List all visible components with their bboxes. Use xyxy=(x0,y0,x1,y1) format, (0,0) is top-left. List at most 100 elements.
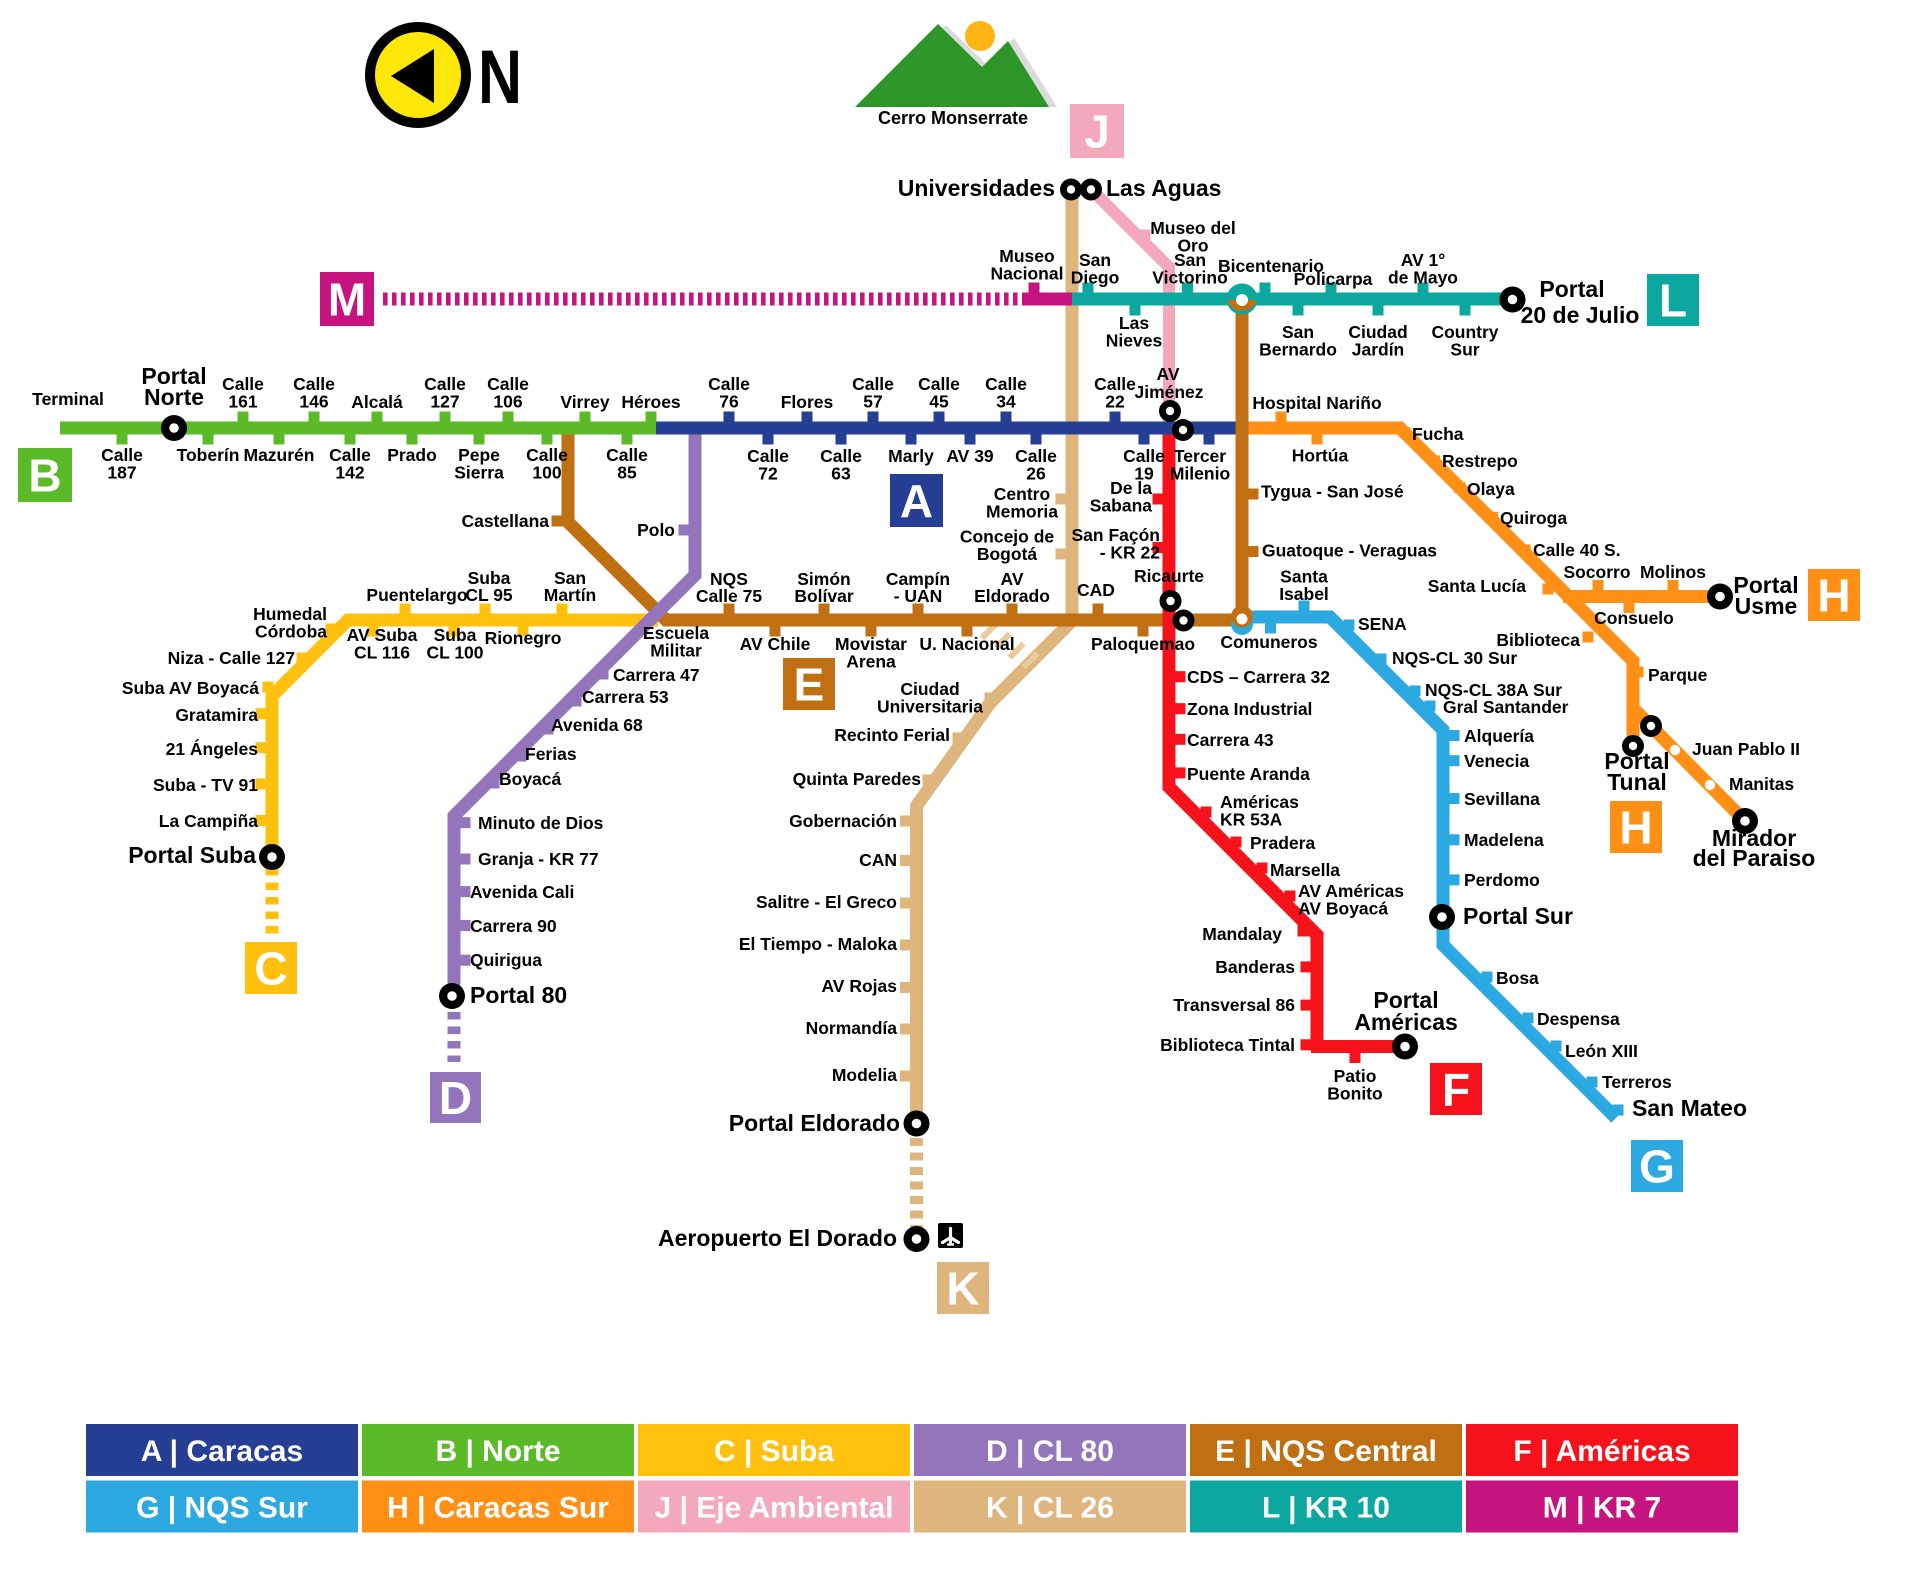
svg-text:Calle: Calle xyxy=(918,374,960,394)
svg-text:Portal 80: Portal 80 xyxy=(470,982,567,1008)
svg-text:Prado: Prado xyxy=(387,445,437,465)
svg-text:Calle: Calle xyxy=(1094,374,1136,394)
svg-text:Las Aguas: Las Aguas xyxy=(1106,175,1221,201)
svg-text:Policarpa: Policarpa xyxy=(1294,269,1373,289)
svg-text:Suba: Suba xyxy=(468,568,511,588)
svg-text:Calle: Calle xyxy=(1015,446,1057,466)
svg-text:Restrepo: Restrepo xyxy=(1442,451,1518,471)
svg-text:Centro: Centro xyxy=(994,484,1050,504)
svg-text:Suba - TV 91: Suba - TV 91 xyxy=(153,775,258,795)
svg-text:G | NQS Sur: G | NQS Sur xyxy=(136,1492,308,1525)
svg-text:Gratamira: Gratamira xyxy=(175,705,258,725)
svg-text:Concejo de: Concejo de xyxy=(960,527,1055,547)
svg-text:Gral Santander: Gral Santander xyxy=(1443,697,1569,717)
svg-text:Puentelargo: Puentelargo xyxy=(366,585,467,605)
svg-text:187: 187 xyxy=(107,463,136,483)
svg-text:AV 1°: AV 1° xyxy=(1401,250,1446,270)
svg-text:Biblioteca Tintal: Biblioteca Tintal xyxy=(1160,1035,1295,1055)
svg-text:Américas: Américas xyxy=(1220,792,1299,812)
svg-text:26: 26 xyxy=(1026,464,1046,484)
svg-text:Calle: Calle xyxy=(747,446,789,466)
svg-text:21 Ángeles: 21 Ángeles xyxy=(166,738,259,759)
svg-text:34: 34 xyxy=(996,392,1016,412)
svg-text:Boyacá: Boyacá xyxy=(499,769,562,789)
svg-text:San Mateo: San Mateo xyxy=(1632,1095,1747,1121)
svg-text:San Façón: San Façón xyxy=(1072,525,1161,545)
svg-text:AV Suba: AV Suba xyxy=(347,625,418,645)
svg-text:Transversal 86: Transversal 86 xyxy=(1173,995,1295,1015)
svg-text:CAD: CAD xyxy=(1077,580,1115,600)
svg-text:Calle: Calle xyxy=(852,374,894,394)
svg-text:Suba: Suba xyxy=(434,625,477,645)
svg-text:Ciudad: Ciudad xyxy=(900,679,959,699)
svg-text:Suba AV Boyacá: Suba AV Boyacá xyxy=(122,678,259,698)
svg-text:D | CL 80: D | CL 80 xyxy=(986,1435,1114,1468)
svg-text:Córdoba: Córdoba xyxy=(255,622,327,642)
svg-text:Hospital Nariño: Hospital Nariño xyxy=(1252,393,1381,413)
svg-text:Santa: Santa xyxy=(1280,567,1328,587)
svg-text:Jardín: Jardín xyxy=(1352,340,1405,360)
svg-text:Gobernación: Gobernación xyxy=(789,811,897,831)
svg-text:Universidades: Universidades xyxy=(898,175,1055,201)
svg-text:127: 127 xyxy=(430,392,459,412)
svg-text:Zona Industrial: Zona Industrial xyxy=(1187,699,1312,719)
svg-text:Recinto Ferial: Recinto Ferial xyxy=(834,725,950,745)
svg-text:Isabel: Isabel xyxy=(1279,584,1329,604)
svg-text:Campín: Campín xyxy=(886,569,950,589)
svg-text:Consuelo: Consuelo xyxy=(1594,608,1674,628)
svg-text:161: 161 xyxy=(228,392,257,412)
svg-text:Aeropuerto El Dorado: Aeropuerto El Dorado xyxy=(658,1225,897,1251)
svg-text:F | Américas: F | Américas xyxy=(1513,1435,1690,1468)
svg-text:57: 57 xyxy=(863,392,882,412)
svg-text:Minuto de Dios: Minuto de Dios xyxy=(478,813,604,833)
svg-text:Patio: Patio xyxy=(1334,1066,1377,1086)
svg-text:Carrera 47: Carrera 47 xyxy=(613,665,700,685)
svg-text:Olaya: Olaya xyxy=(1467,479,1515,499)
svg-text:Perdomo: Perdomo xyxy=(1464,870,1540,890)
svg-text:19: 19 xyxy=(1134,464,1154,484)
svg-text:del Paraiso: del Paraiso xyxy=(1693,845,1816,871)
svg-text:Usme: Usme xyxy=(1735,593,1798,619)
svg-text:Cerro Monserrate: Cerro Monserrate xyxy=(878,108,1028,128)
svg-text:Sabana: Sabana xyxy=(1090,496,1153,516)
svg-text:Norte: Norte xyxy=(144,384,204,410)
svg-text:Américas: Américas xyxy=(1354,1009,1458,1035)
svg-text:100: 100 xyxy=(532,463,561,483)
svg-text:106: 106 xyxy=(493,392,522,412)
svg-text:Avenida 68: Avenida 68 xyxy=(551,715,643,735)
svg-text:J | Eje Ambiental: J | Eje Ambiental xyxy=(654,1492,893,1525)
svg-text:146: 146 xyxy=(299,392,328,412)
svg-text:Pepe: Pepe xyxy=(458,445,500,465)
svg-text:Portal: Portal xyxy=(141,363,206,389)
svg-text:Calle: Calle xyxy=(424,374,466,394)
svg-text:Marly: Marly xyxy=(888,446,934,466)
svg-text:Castellana: Castellana xyxy=(461,511,549,531)
svg-text:Bicentenario: Bicentenario xyxy=(1218,256,1324,276)
svg-text:Bernardo: Bernardo xyxy=(1259,340,1337,360)
svg-text:De la: De la xyxy=(1110,478,1152,498)
svg-text:Portal: Portal xyxy=(1733,572,1798,598)
svg-text:Manitas: Manitas xyxy=(1729,774,1794,794)
svg-text:Calle 75: Calle 75 xyxy=(696,586,762,606)
svg-text:22: 22 xyxy=(1105,392,1125,412)
svg-text:Calle: Calle xyxy=(1123,446,1165,466)
svg-text:CAN: CAN xyxy=(859,850,897,870)
svg-text:KR 53A: KR 53A xyxy=(1220,810,1283,830)
svg-text:Carrera 90: Carrera 90 xyxy=(470,916,557,936)
svg-text:Juan Pablo II: Juan Pablo II xyxy=(1692,739,1800,759)
svg-text:Calle: Calle xyxy=(101,445,143,465)
svg-text:F: F xyxy=(1442,1064,1470,1116)
svg-text:Calle: Calle xyxy=(487,374,529,394)
svg-text:Portal Sur: Portal Sur xyxy=(1463,903,1573,929)
svg-text:Niza - Calle 127: Niza - Calle 127 xyxy=(168,648,295,668)
svg-text:Despensa: Despensa xyxy=(1537,1009,1620,1029)
svg-text:Arena: Arena xyxy=(846,652,896,672)
svg-text:Salitre - El Greco: Salitre - El Greco xyxy=(756,892,897,912)
svg-text:Calle: Calle xyxy=(526,445,568,465)
svg-text:E | NQS Central: E | NQS Central xyxy=(1215,1435,1437,1468)
svg-text:Madelena: Madelena xyxy=(1464,830,1544,850)
svg-text:Bolívar: Bolívar xyxy=(794,586,854,606)
svg-text:Quirigua: Quirigua xyxy=(470,950,542,970)
svg-text:63: 63 xyxy=(831,464,851,484)
svg-text:AV Chile: AV Chile xyxy=(740,634,811,654)
